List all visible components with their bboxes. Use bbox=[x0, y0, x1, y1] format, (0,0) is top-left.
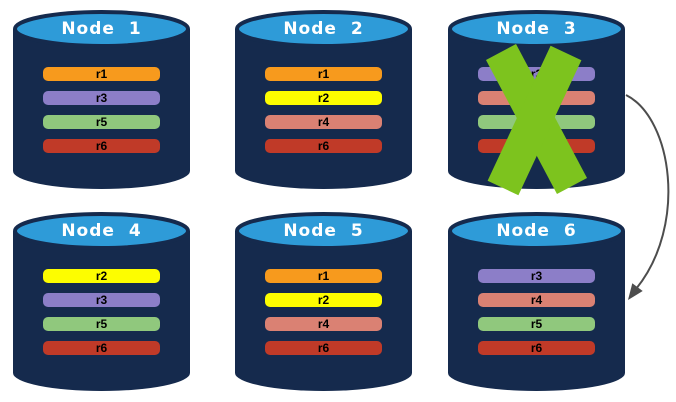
replica-bar: r6 bbox=[265, 139, 382, 153]
replica-bar: r4 bbox=[478, 293, 595, 307]
replica-bar: r3 bbox=[478, 67, 595, 81]
replica-label: r3 bbox=[95, 293, 108, 307]
node-2: Node 2 r1 r2 r4 r6 bbox=[235, 10, 412, 190]
replica-bar: r3 bbox=[478, 269, 595, 283]
node-5: Node 5 r1 r2 r4 r6 bbox=[235, 212, 412, 392]
replica-label: r1 bbox=[317, 269, 330, 283]
replica-label: r5 bbox=[95, 115, 108, 129]
replica-label: r2 bbox=[95, 269, 108, 283]
node-title: Node 5 bbox=[283, 221, 364, 241]
replica-bar: r1 bbox=[265, 269, 382, 283]
replica-bar: r6 bbox=[478, 341, 595, 355]
replica-bar: r5 bbox=[43, 317, 160, 331]
replica-bar bbox=[478, 115, 595, 129]
replica-label: r2 bbox=[317, 293, 330, 307]
replica-label: r4 bbox=[317, 115, 330, 129]
replica-label: r6 bbox=[530, 341, 543, 355]
replica-label: r5 bbox=[530, 317, 543, 331]
replica-bar bbox=[478, 139, 595, 153]
node-1: Node 1 r1 r3 r5 r6 bbox=[13, 10, 190, 190]
replica-bar: r2 bbox=[43, 269, 160, 283]
replica-label: r3 bbox=[530, 67, 543, 81]
replica-bar: r6 bbox=[43, 341, 160, 355]
replica-label: r1 bbox=[95, 67, 108, 81]
replica-bar: r1 bbox=[265, 67, 382, 81]
replica-label: r2 bbox=[317, 91, 330, 105]
replica-bar: r5 bbox=[43, 115, 160, 129]
replica-label: r5 bbox=[95, 317, 108, 331]
node-4: Node 4 r2 r3 r5 r6 bbox=[13, 212, 190, 392]
replica-bar: r1 bbox=[43, 67, 160, 81]
node-3: Node 3 r3 bbox=[448, 10, 625, 190]
node-title: Node 1 bbox=[61, 19, 142, 39]
node-title: Node 3 bbox=[496, 19, 577, 39]
failover-arrow bbox=[625, 94, 670, 290]
replica-bar bbox=[478, 91, 595, 105]
replica-bar: r4 bbox=[265, 317, 382, 331]
replica-bar: r2 bbox=[265, 91, 382, 105]
replica-bar: r3 bbox=[43, 91, 160, 105]
replica-bar: r4 bbox=[265, 115, 382, 129]
replica-label: r6 bbox=[317, 139, 330, 153]
node-title: Node 6 bbox=[496, 221, 577, 241]
replica-label: r3 bbox=[95, 91, 108, 105]
replica-bar: r6 bbox=[43, 139, 160, 153]
replica-label: r3 bbox=[530, 269, 543, 283]
node-title: Node 4 bbox=[61, 221, 142, 241]
replica-label: r4 bbox=[317, 317, 330, 331]
replica-bar: r2 bbox=[265, 293, 382, 307]
replica-bar: r3 bbox=[43, 293, 160, 307]
replica-label: r6 bbox=[317, 341, 330, 355]
failover-arrowhead-icon bbox=[628, 283, 643, 300]
node-title: Node 2 bbox=[283, 19, 364, 39]
replica-bar: r5 bbox=[478, 317, 595, 331]
replica-bar: r6 bbox=[265, 341, 382, 355]
node-6: Node 6 r3 r4 r5 r6 bbox=[448, 212, 625, 392]
replica-label: r1 bbox=[317, 67, 330, 81]
replica-label: r6 bbox=[95, 341, 108, 355]
replica-label: r4 bbox=[530, 293, 543, 307]
replica-label: r6 bbox=[95, 139, 108, 153]
